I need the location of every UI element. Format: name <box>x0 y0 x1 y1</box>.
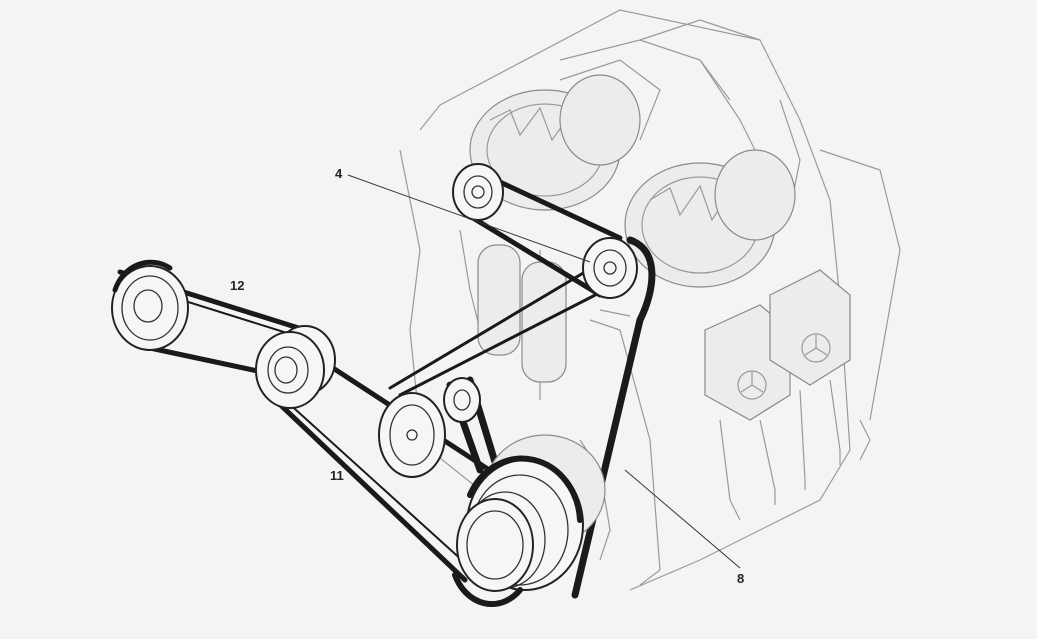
middle-pulley <box>255 325 336 409</box>
crankshaft-pulley <box>452 434 606 608</box>
lower-alternator-pulley <box>582 237 638 299</box>
callout-4: 4 <box>335 166 343 181</box>
ignition-coils <box>704 269 851 521</box>
callout-11: 11 <box>330 468 344 483</box>
engine-block <box>399 9 901 591</box>
callout-8: 8 <box>737 571 744 586</box>
alternator-lower <box>624 149 796 288</box>
upper-alternator-pulley <box>452 163 504 221</box>
idler-pulley <box>378 392 446 478</box>
leader-8 <box>624 469 741 569</box>
tensioner-pulley <box>443 377 481 423</box>
left-pulley <box>111 259 189 351</box>
alternator-upper <box>469 59 661 211</box>
callout-12: 12 <box>230 278 244 293</box>
leader-4 <box>347 174 591 263</box>
